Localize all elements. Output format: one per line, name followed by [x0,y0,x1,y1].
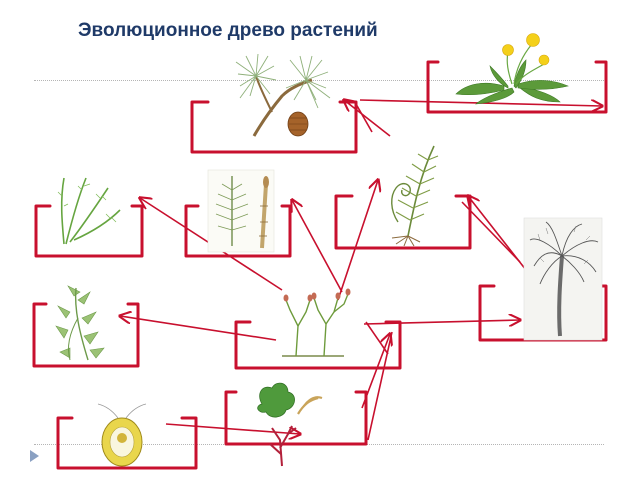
frame-angiosperms [426,60,608,114]
frame-horsetails [184,204,292,258]
frame-club-mosses [34,204,144,258]
arrow-rhyniophytes-to-mosses [120,316,277,341]
arrow-algae-to-rhyniophytes [361,334,390,409]
slide-title: Эволюционное древо растений [78,20,378,41]
moss-illustration [55,285,105,361]
arrow-rhyniophytes-to-ferns [337,180,378,301]
unicellular-ancestor-illustration [97,403,147,467]
arrow-ancestor-to-algae [165,423,300,434]
rhyniophyte-illustration [282,288,351,357]
arrow-seed-ferns-rhynio-link [365,321,389,355]
top-divider [34,80,604,81]
horsetail-illustration [207,169,275,253]
arrow-algae-to-rhyniophytes-2 [367,331,393,441]
arrow-gymnosperms-link [355,103,373,133]
frame-algae [224,390,368,446]
arrow-rhyniophytes-to-seed-ferns [363,320,520,324]
frame-rhyniophytes [234,320,402,370]
slide-nav-arrow-icon[interactable] [30,450,39,462]
algae-illustration [257,382,323,467]
club-moss-illustration [57,177,121,245]
pine-branch-illustration [235,53,331,137]
arrow-rhyniophytes-to-horsetails [292,200,343,293]
arrow-ferns-to-gymnosperms [344,100,391,137]
frame-gymnosperms [190,100,358,154]
frame-ferns [334,194,472,250]
dandelion-illustration [455,33,569,105]
arrow-seed-ferns-to-ferns-2 [461,201,521,263]
fern-illustration [391,145,439,247]
frame-ancestor [56,416,198,470]
frame-mosses [32,302,140,368]
seed-fern-tree-illustration [523,217,603,341]
